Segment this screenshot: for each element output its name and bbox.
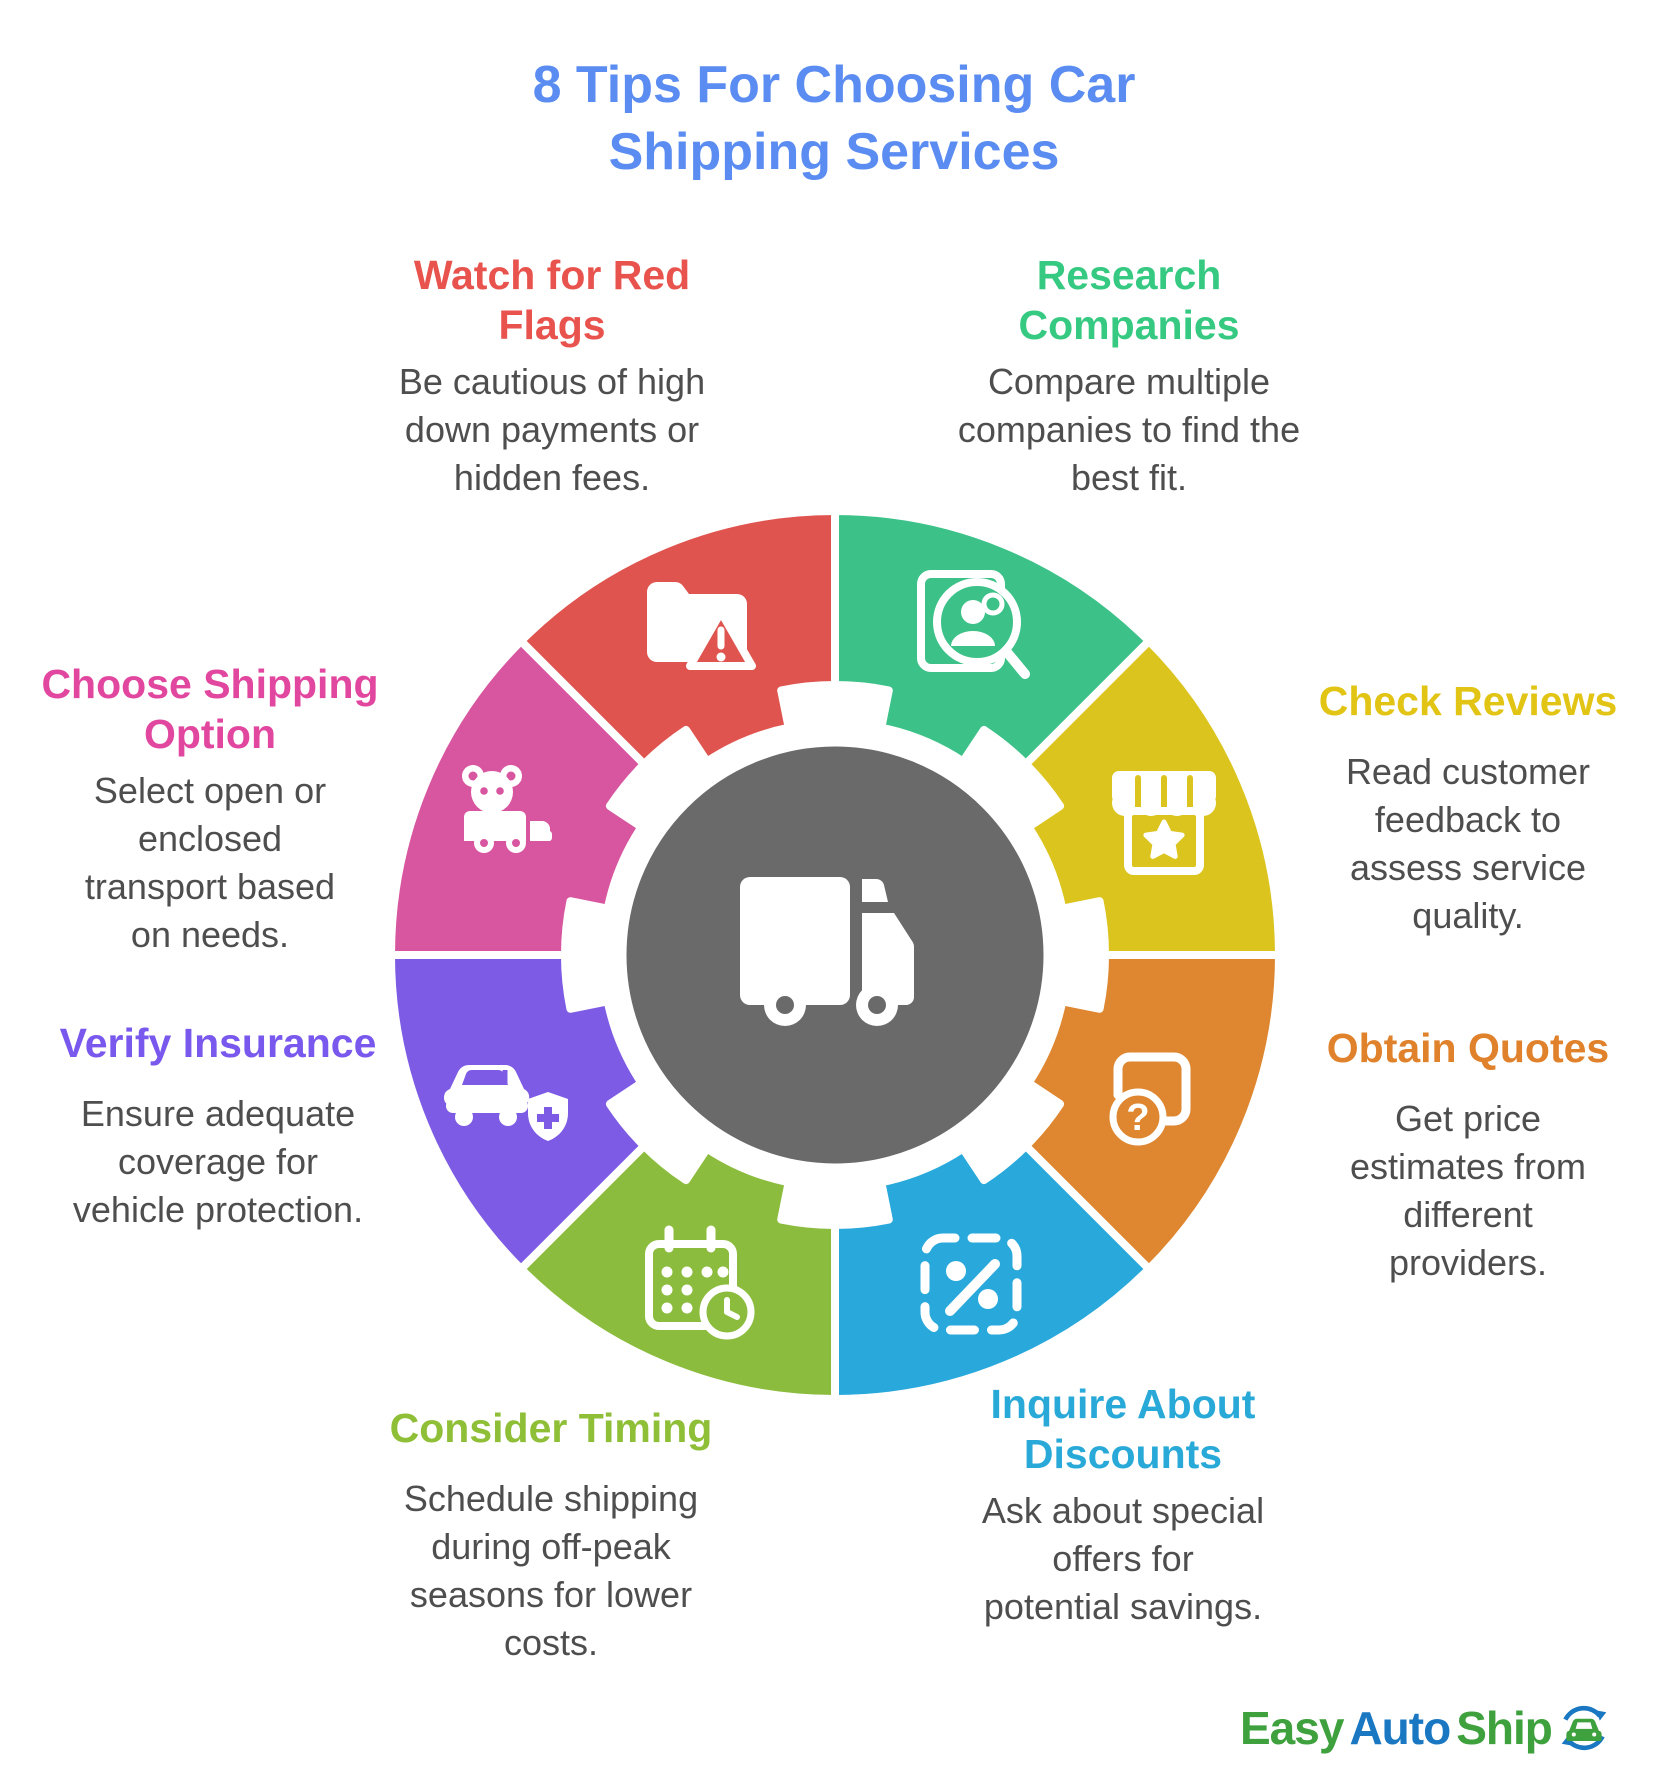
tip-body-choose-shipping: Select open or enclosed transport based … (84, 770, 336, 955)
tips-wheel: ? (387, 507, 1283, 1403)
question-document-icon: ? (1109, 1052, 1191, 1146)
tip-body-research: Compare multiple companies to find the b… (957, 361, 1301, 498)
tip-body-check-reviews: Read customer feedback to assess service… (1345, 751, 1591, 936)
percent-discount-icon (920, 1233, 1022, 1335)
logo-text-ship: Ship (1456, 1702, 1553, 1754)
folder-warning-icon (647, 582, 756, 670)
tip-block-obtain-quotes: Obtain Quotes Get price estimates from d… (1270, 1023, 1666, 1287)
tip-block-inquire-discounts: Inquire About Discounts Ask about specia… (913, 1379, 1333, 1631)
tip-body-red-flags: Be cautious of high down payments or hid… (398, 361, 706, 498)
tip-heading-choose-shipping: Choose Shipping Option (41, 661, 379, 757)
svg-text:?: ? (1126, 1097, 1149, 1139)
tip-heading-verify-insurance: Verify Insurance (59, 1020, 377, 1066)
tip-body-verify-insurance: Ensure adequate coverage for vehicle pro… (72, 1093, 364, 1230)
person-search-icon (917, 570, 1030, 679)
tip-block-consider-timing: Consider Timing Schedule shipping during… (341, 1403, 761, 1667)
tip-heading-check-reviews: Check Reviews (1318, 678, 1618, 724)
tip-heading-obtain-quotes: Obtain Quotes (1326, 1025, 1610, 1071)
logo-text-auto: Auto (1349, 1702, 1451, 1754)
tip-body-obtain-quotes: Get price estimates from different provi… (1349, 1098, 1587, 1283)
tip-heading-red-flags: Watch for Red Flags (413, 252, 691, 348)
page-title: 8 Tips For Choosing Car Shipping Service… (532, 56, 1136, 181)
tip-block-choose-shipping: Choose Shipping Option Select open or en… (12, 659, 408, 959)
tip-heading-research: Research Companies (1018, 252, 1240, 348)
tip-heading-consider-timing: Consider Timing (389, 1405, 713, 1451)
tip-body-consider-timing: Schedule shipping during off-peak season… (403, 1478, 699, 1663)
tip-heading-inquire-discounts: Inquire About Discounts (990, 1381, 1256, 1477)
storefront-star-icon (1112, 771, 1216, 875)
tip-block-research: Research Companies Compare multiple comp… (929, 250, 1329, 502)
tip-body-inquire-discounts: Ask about special offers for potential s… (981, 1490, 1265, 1627)
truck-icon (740, 877, 914, 1026)
tip-block-verify-insurance: Verify Insurance Ensure adequate coverag… (20, 1018, 416, 1234)
calendar-clock-icon (645, 1225, 755, 1340)
tip-block-check-reviews: Check Reviews Read customer feedback to … (1270, 676, 1666, 940)
tip-block-red-flags: Watch for Red Flags Be cautious of high … (312, 250, 792, 502)
logo-text-easy: Easy (1240, 1702, 1344, 1754)
car-circular-arrows-icon (1561, 1705, 1607, 1751)
teddy-truck-icon (462, 765, 552, 853)
car-shield-icon (443, 1064, 568, 1141)
